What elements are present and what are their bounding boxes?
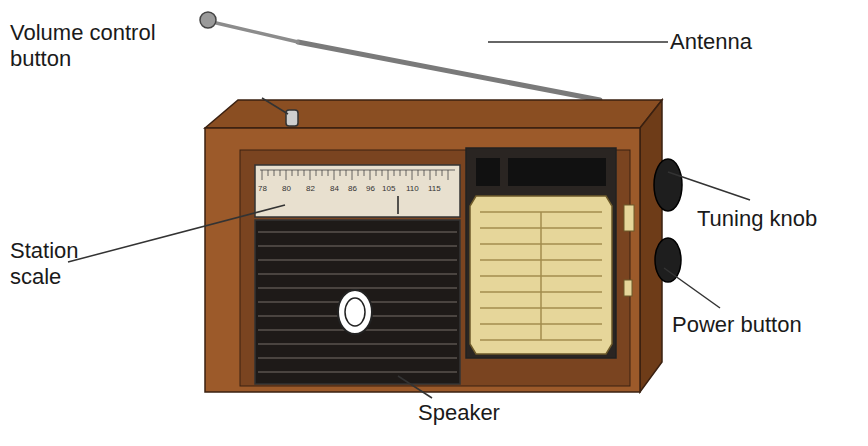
front-panel <box>240 150 630 386</box>
scale-needle <box>397 196 399 214</box>
part-label: Power button <box>672 312 867 338</box>
speaker-grille <box>255 220 460 384</box>
scale-number: 115 <box>428 184 441 193</box>
part-label: Tuning knob <box>697 206 867 232</box>
speaker-badge <box>338 290 372 334</box>
control-panel <box>466 148 616 358</box>
part-label: Antenna <box>670 29 860 55</box>
scale-number: 86 <box>348 184 357 193</box>
panel-window <box>476 158 500 186</box>
tuning-knob <box>654 159 682 211</box>
part-label: Station scale <box>10 238 100 290</box>
scale-number: 105 <box>382 184 395 193</box>
part-label: Volume control button <box>10 20 180 72</box>
scale-number: 78 <box>258 184 267 193</box>
louver-lines <box>480 212 602 340</box>
radio-top <box>205 100 662 128</box>
scale-number: 80 <box>282 184 291 193</box>
antenna-rod <box>212 22 298 42</box>
scale-number: 82 <box>306 184 315 193</box>
panel-louvers <box>470 196 612 354</box>
scale-number: 110 <box>406 184 419 193</box>
power-knob <box>655 238 681 282</box>
grille-lines <box>258 232 457 372</box>
speaker-badge <box>345 298 365 326</box>
part-label: Speaker <box>418 400 538 426</box>
side-switch <box>624 280 632 296</box>
leader-lines <box>68 42 750 398</box>
antenna-rod <box>298 42 600 100</box>
scale-ticks <box>260 170 455 180</box>
station-scale-window <box>255 165 460 217</box>
radio-front <box>205 128 640 392</box>
side-switch <box>624 205 634 231</box>
scale-number: 96 <box>366 184 375 193</box>
volume-button <box>286 110 298 126</box>
scale-number: 84 <box>330 184 339 193</box>
panel-window <box>508 158 606 186</box>
antenna-tip <box>200 12 216 28</box>
